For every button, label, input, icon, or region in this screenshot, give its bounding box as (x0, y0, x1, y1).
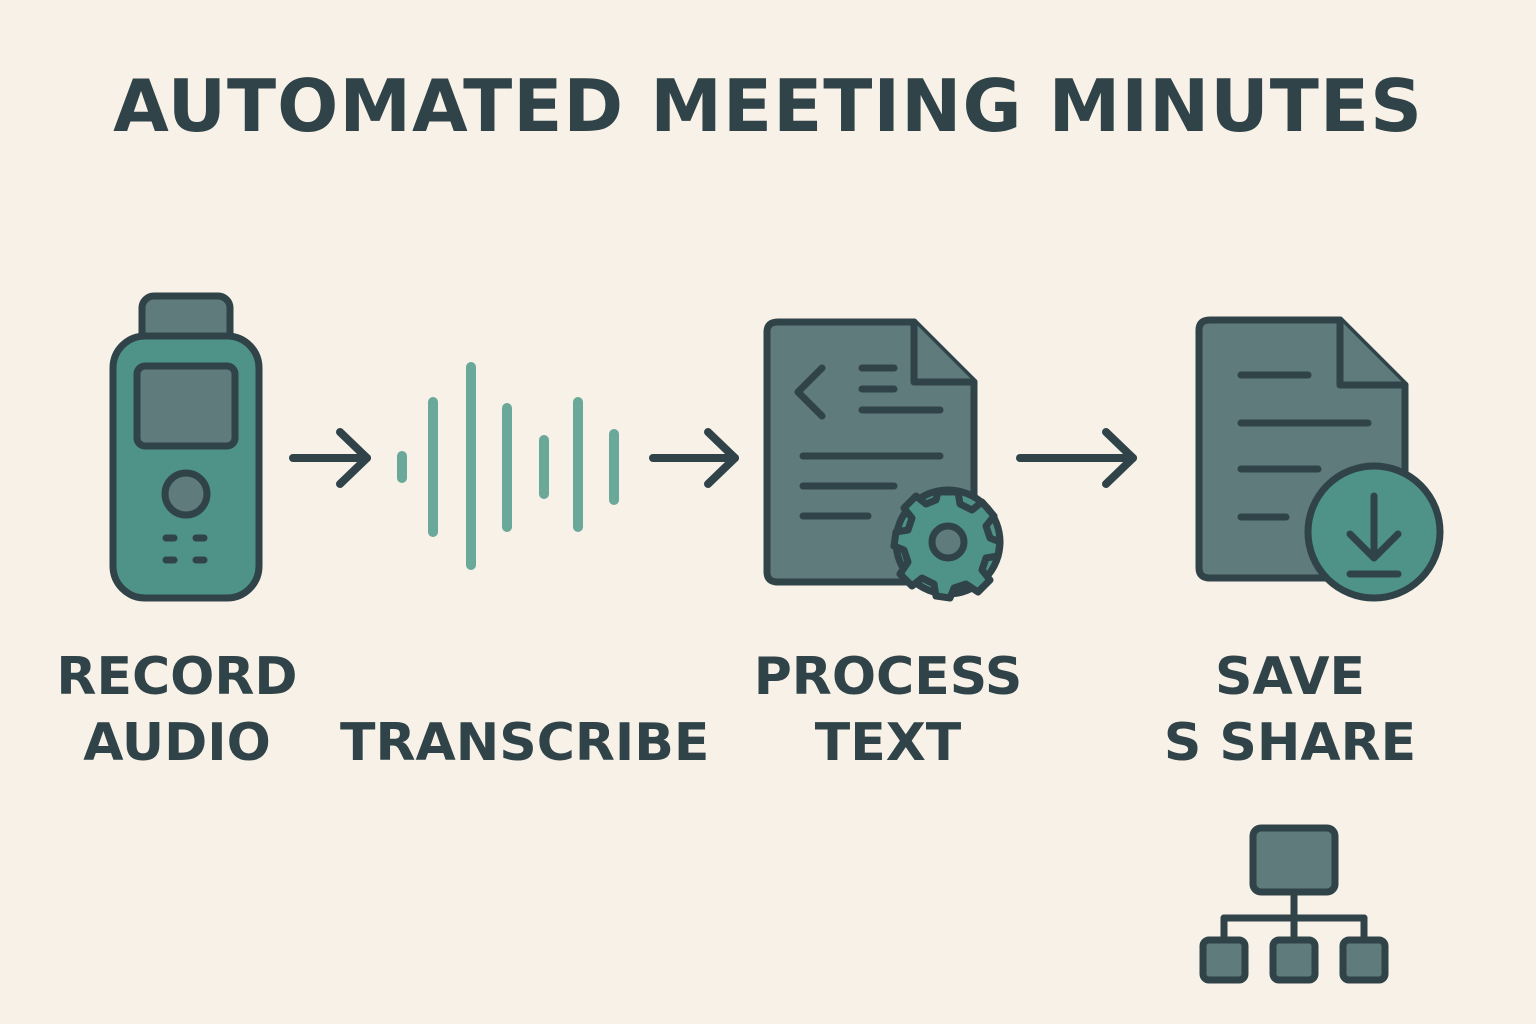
page-title: AUTOMATED MEETING MINUTES (113, 64, 1423, 148)
step-label-line: PROCESS (753, 647, 1023, 707)
step-label-process-text: PROCESS TEXT (748, 644, 1028, 776)
step-label-line: AUDIO (83, 713, 271, 773)
step-label-line: TRANSCRIBE (340, 713, 710, 773)
step-label-line: SAVE (1215, 647, 1365, 707)
network-hierarchy-icon (1199, 824, 1389, 984)
step-label-transcribe: TRANSCRIBE (340, 710, 710, 776)
step-label-save-share: SAVE S SHARE (1160, 644, 1420, 776)
voice-recorder-icon (109, 292, 263, 602)
arrow-icon (1016, 428, 1137, 488)
step-label-line: TEXT (814, 713, 962, 773)
step-label-line: RECORD (56, 647, 298, 707)
document-gear-icon (763, 318, 1004, 602)
step-label-line: S SHARE (1163, 713, 1417, 773)
arrow-icon (289, 428, 371, 488)
document-download-icon (1195, 316, 1444, 602)
sound-wave-icon (397, 362, 619, 570)
arrow-icon (649, 428, 739, 488)
step-label-record-audio: RECORD AUDIO (52, 644, 302, 776)
